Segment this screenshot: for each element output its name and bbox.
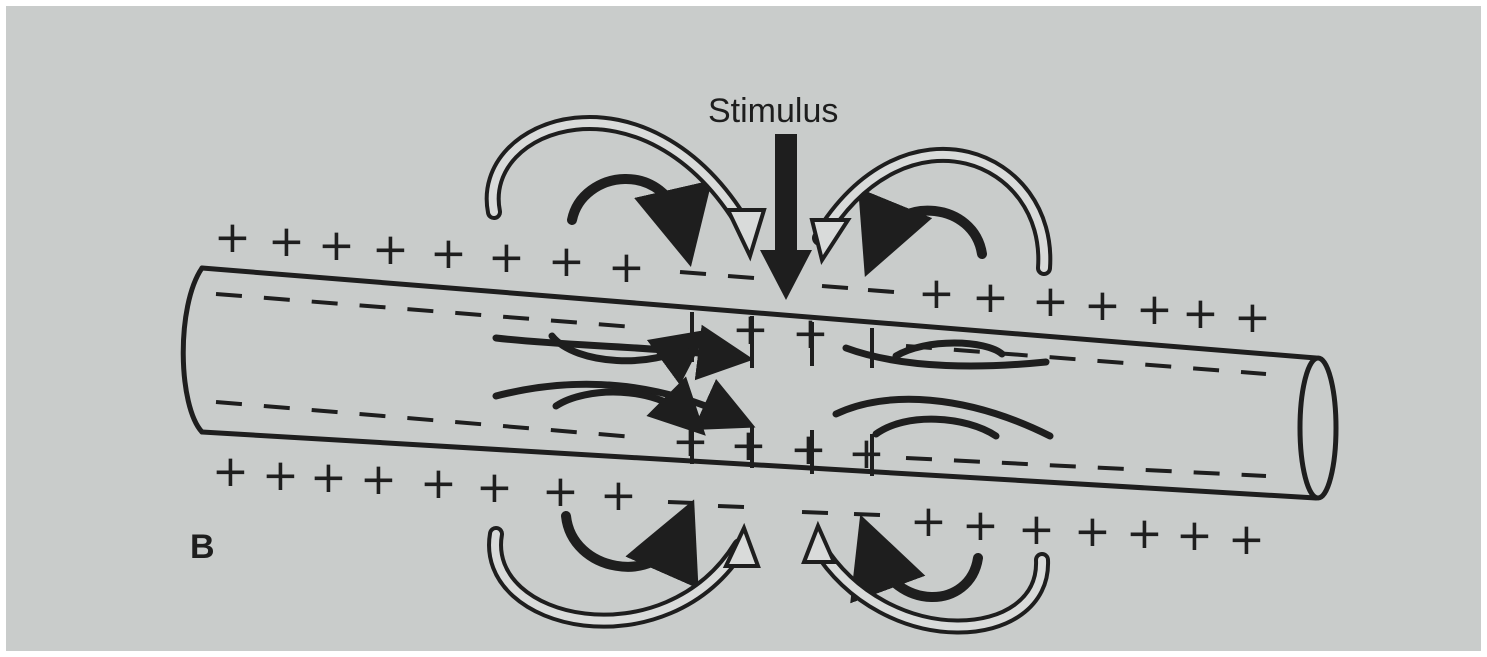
svg-text:+: + [212, 446, 249, 497]
svg-text:+: + [1176, 510, 1213, 561]
stimulus-arrow [760, 134, 812, 300]
svg-text:+: + [962, 500, 999, 551]
svg-text:+: + [542, 466, 579, 517]
svg-text:+: + [360, 454, 397, 505]
nerve-impulse-diagram: + + + + + + + + + + + + + + + + + + + + … [6, 6, 1481, 651]
svg-text:+: + [672, 416, 709, 467]
svg-text:+: + [1032, 276, 1069, 327]
panel-label: B [190, 528, 215, 566]
stimulus-label: Stimulus [708, 92, 838, 130]
inner-current-lines [692, 312, 872, 476]
svg-text:+: + [430, 228, 467, 279]
svg-text:+: + [1126, 508, 1163, 559]
svg-text:+: + [1074, 506, 1111, 557]
svg-text:+: + [310, 452, 347, 503]
positive-charges-top-left: + + + + + + + + [214, 212, 645, 293]
svg-text:+: + [1182, 288, 1219, 339]
positive-charges-bottom-left: + + + + + + + + [212, 446, 637, 521]
svg-text:+: + [488, 232, 525, 283]
svg-text:+: + [1228, 514, 1265, 565]
svg-text:+: + [372, 224, 409, 275]
svg-text:+: + [732, 304, 769, 355]
svg-text:+: + [910, 496, 947, 547]
svg-text:+: + [420, 458, 457, 509]
svg-text:+: + [972, 272, 1009, 323]
svg-text:+: + [548, 236, 585, 287]
svg-text:+: + [1084, 280, 1121, 331]
positive-charges-bottom-right: + + + + + + + [910, 496, 1265, 565]
svg-text:+: + [318, 220, 355, 271]
svg-text:+: + [1136, 284, 1173, 335]
svg-text:+: + [608, 242, 645, 293]
svg-text:+: + [214, 212, 251, 263]
svg-text:+: + [918, 268, 955, 319]
svg-text:+: + [268, 216, 305, 267]
svg-text:+: + [790, 424, 827, 475]
svg-text:+: + [262, 450, 299, 501]
svg-text:+: + [600, 470, 637, 521]
svg-text:+: + [1018, 504, 1055, 555]
svg-text:+: + [1234, 292, 1271, 343]
inner-positive-charges: + + + + + + [672, 304, 885, 479]
svg-text:+: + [476, 462, 513, 513]
svg-text:+: + [792, 308, 829, 359]
svg-text:+: + [730, 420, 767, 471]
